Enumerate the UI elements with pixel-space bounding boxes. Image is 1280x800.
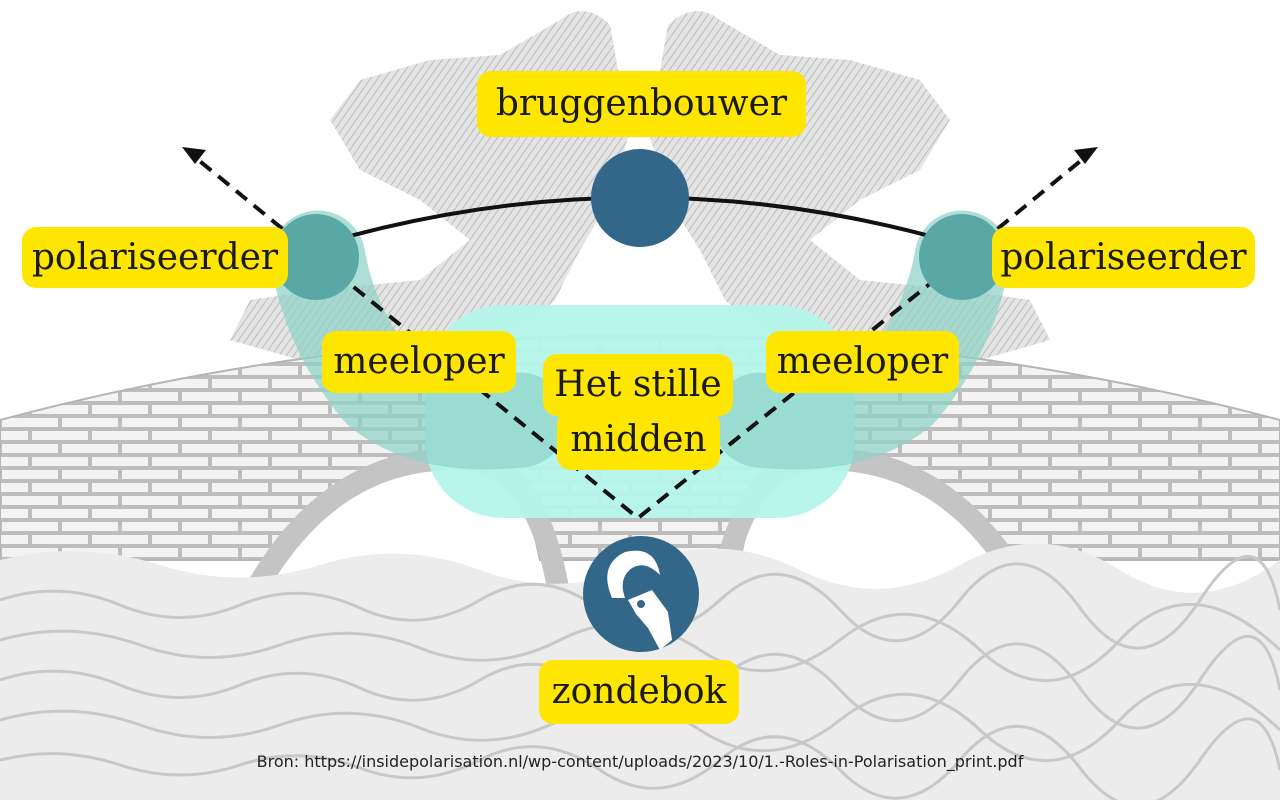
source-citation: Bron: https://insidepolarisation.nl/wp-c… [256,752,1024,771]
polarizer-node-left [273,214,359,300]
polarizer-right-label: polariseerder [992,227,1255,288]
scapegoat-label: zondebok [539,660,739,724]
follower-left-label: meeloper [322,331,516,393]
polarizer-node-right [919,214,1005,300]
follower-right-label: meeloper [766,331,959,393]
bridge-builder-label: bruggenbouwer [477,71,806,137]
silent-middle-label-line2: midden [557,410,720,470]
goat-head-icon [583,536,699,652]
polarizer-left-label: polariseerder [22,227,288,288]
bridge-builder-node [591,149,689,247]
silent-middle-label-line1: Het stille [543,354,733,416]
